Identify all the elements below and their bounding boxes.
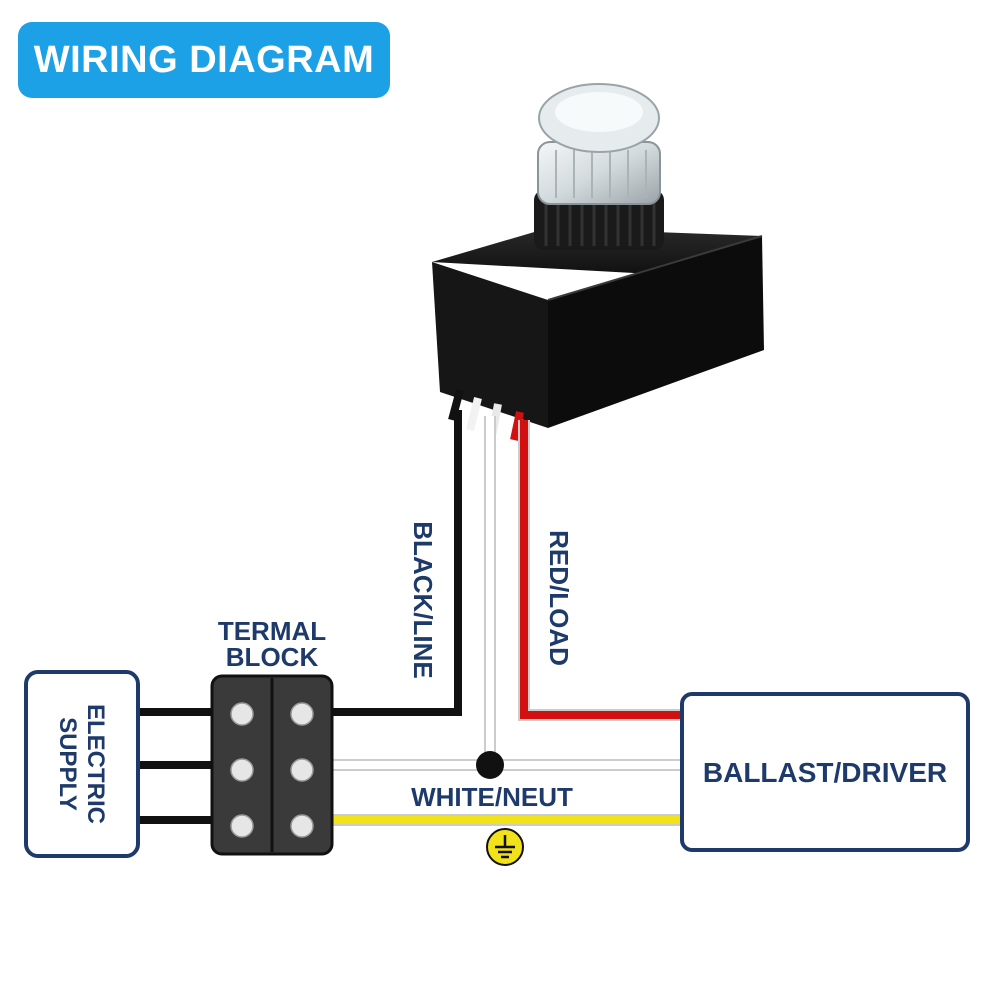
ballast-driver-label: BALLAST/DRIVER: [703, 757, 947, 788]
neutral-junction-dot: [476, 751, 504, 779]
electric-supply-label-line2: SUPPLY: [54, 717, 81, 811]
terminal-block-label-line1: TERMAL: [218, 616, 326, 646]
white-neut-label: WHITE/NEUT: [411, 782, 573, 812]
electric-supply-box: [24, 670, 140, 858]
ballast-driver-box: [680, 692, 970, 852]
red-load-label: RED/LOAD: [544, 530, 574, 666]
black-line-label: BLACK/LINE: [408, 521, 438, 678]
electric-supply-label-line1: ELECTRIC: [82, 704, 109, 824]
red-load-wire: [520, 420, 682, 719]
title-badge: WIRING DIAGRAM: [18, 22, 390, 98]
photocell-sensor-icon: [432, 83, 764, 441]
page-title: WIRING DIAGRAM: [33, 38, 375, 81]
terminal-block: [210, 674, 334, 856]
terminal-block-label-line2: BLOCK: [226, 642, 319, 672]
white-neutral-wire: [333, 416, 682, 769]
ground-symbol-icon: [486, 828, 524, 866]
black-line-wire: [333, 410, 462, 716]
